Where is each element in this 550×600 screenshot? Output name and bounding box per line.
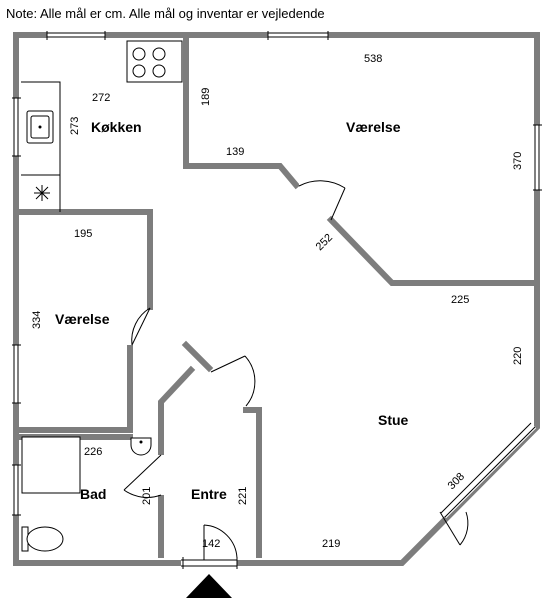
door-entrance-living bbox=[208, 355, 256, 408]
entrance-arrow-icon bbox=[186, 574, 232, 598]
dim-226: 226 bbox=[84, 446, 102, 458]
washbasin-icon bbox=[130, 437, 152, 456]
dim-273: 273 bbox=[69, 117, 81, 135]
wall-entrance-living bbox=[243, 407, 262, 558]
dim-201: 201 bbox=[141, 487, 153, 505]
dim-272: 272 bbox=[92, 92, 110, 104]
window-bedroom-top bbox=[267, 31, 329, 40]
room-label-entrance: Entre bbox=[191, 486, 227, 502]
wall-bedroom2-bath bbox=[13, 345, 133, 433]
plan-note: Note: Alle mål er cm. Alle mål og invent… bbox=[6, 6, 325, 21]
fan-icon bbox=[34, 185, 50, 201]
room-label-bath: Bad bbox=[80, 486, 106, 502]
dim-220: 220 bbox=[512, 347, 524, 365]
window-kitchen-left bbox=[12, 97, 21, 157]
window-living-diagonal bbox=[439, 421, 537, 519]
window-bath-left bbox=[12, 464, 21, 516]
dim-538: 538 bbox=[364, 53, 382, 65]
dim-189: 189 bbox=[200, 88, 212, 106]
bath-fixtures bbox=[21, 436, 152, 552]
kitchen-counter bbox=[21, 81, 61, 212]
room-label-bedroom: Værelse bbox=[346, 119, 401, 135]
room-labels: Køkken Værelse Værelse Stue Bad Entre bbox=[55, 119, 409, 502]
room-label-kitchen: Køkken bbox=[91, 119, 142, 135]
wall-kitchen-bedroom bbox=[183, 32, 301, 190]
door-front bbox=[181, 524, 238, 569]
windows bbox=[12, 31, 542, 519]
dim-221: 221 bbox=[237, 487, 249, 505]
dim-139: 139 bbox=[226, 146, 244, 158]
wall-bath-entrance bbox=[158, 365, 196, 558]
door-balcony bbox=[439, 511, 469, 546]
room-label-bedroom2: Værelse bbox=[55, 311, 110, 327]
dim-252: 252 bbox=[314, 232, 335, 253]
door-bedroom bbox=[298, 180, 346, 221]
wall-hall-stub bbox=[181, 340, 214, 373]
window-kitchen-top bbox=[46, 31, 106, 40]
wall-bedroom-living bbox=[326, 215, 540, 286]
dim-225: 225 bbox=[451, 294, 469, 306]
room-label-living: Stue bbox=[378, 412, 409, 428]
dim-219: 219 bbox=[322, 538, 340, 550]
window-bedroom-right bbox=[533, 124, 542, 191]
wall-kitchen-bedroom2 bbox=[13, 209, 153, 311]
door-bedroom2 bbox=[131, 307, 155, 346]
kitchen-fixtures bbox=[21, 40, 183, 212]
door-bath bbox=[123, 454, 166, 498]
shower-area bbox=[21, 436, 81, 494]
dim-195: 195 bbox=[74, 228, 92, 240]
dim-334: 334 bbox=[31, 311, 43, 329]
dim-142: 142 bbox=[202, 538, 220, 550]
window-bedroom2-left bbox=[12, 344, 21, 404]
dim-370: 370 bbox=[512, 152, 524, 170]
toilet-icon bbox=[21, 526, 64, 552]
doors bbox=[123, 180, 469, 569]
